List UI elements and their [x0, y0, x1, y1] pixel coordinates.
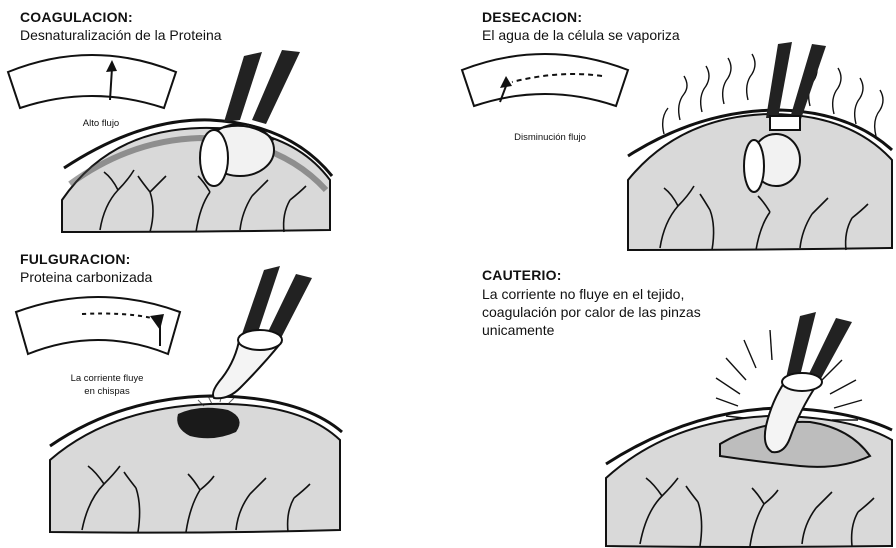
forceps-electrode-icon [0, 0, 896, 548]
